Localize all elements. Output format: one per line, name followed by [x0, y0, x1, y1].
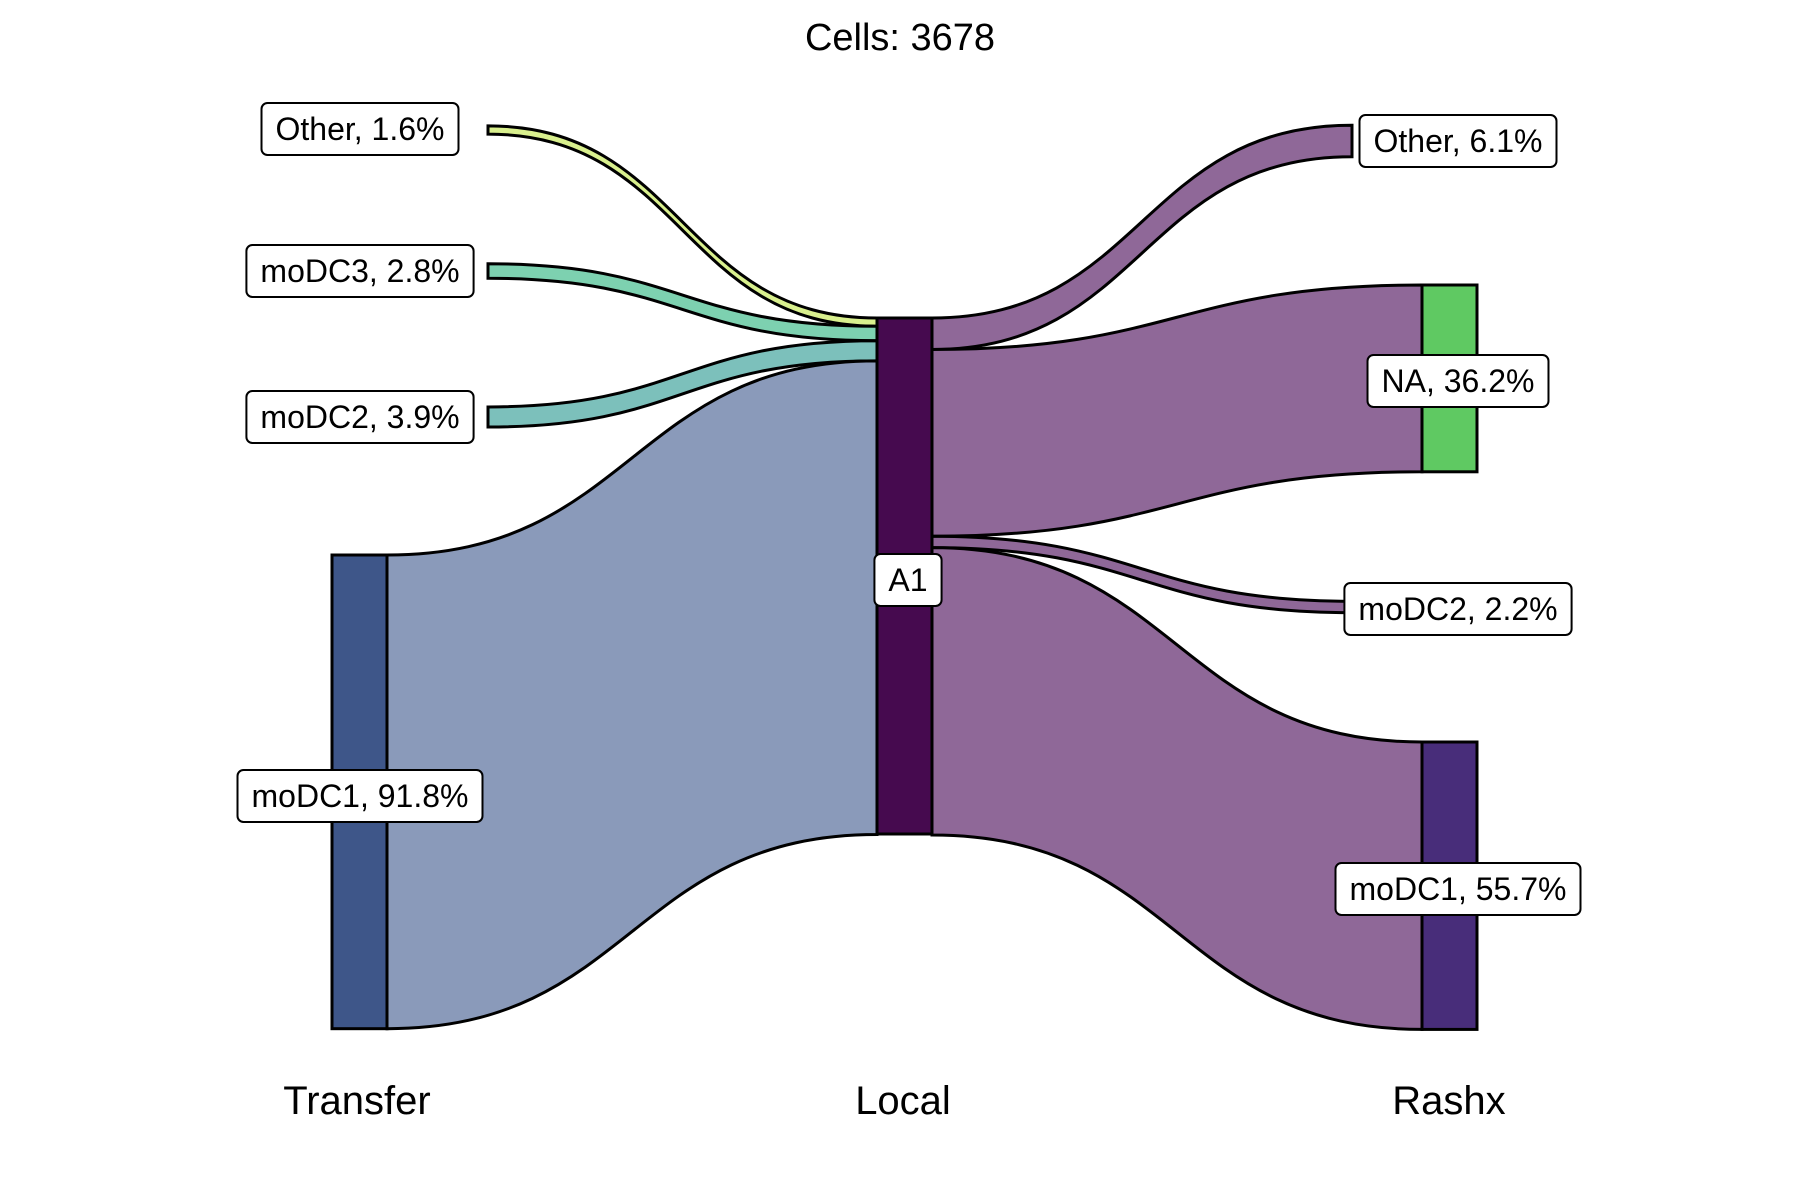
label-rashx-modc1-box [1334, 862, 1582, 916]
label-rashx-other: Other, 6.1% [1358, 114, 1558, 168]
label-local-a1: A1 [873, 553, 943, 607]
label-transfer-modc1: moDC1, 91.8% [236, 769, 484, 823]
label-rashx-modc2-box [1343, 582, 1573, 636]
label-transfer-modc1-text: moDC1, 91.8% [252, 778, 469, 814]
axis-label-transfer: Transfer [283, 1079, 430, 1123]
label-rashx-modc1-text: moDC1, 55.7% [1350, 871, 1567, 907]
axis-label-local: Local [855, 1079, 951, 1123]
label-transfer-modc3-text: moDC3, 2.8% [260, 253, 459, 289]
label-transfer-other: Other, 1.6% [260, 102, 460, 156]
label-transfer-modc2-box [245, 390, 475, 444]
flows-layer [385, 123, 1424, 1031]
label-rashx-other-text: Other, 6.1% [1374, 123, 1543, 159]
label-rashx-modc1: moDC1, 55.7% [1334, 862, 1582, 916]
label-transfer-modc1-box [236, 769, 484, 823]
label-transfer-other-text: Other, 1.6% [276, 111, 445, 147]
label-transfer-modc3: moDC3, 2.8% [245, 244, 475, 298]
label-transfer-modc2-text: moDC2, 3.9% [260, 399, 459, 435]
flow-transfer-modc3 [486, 262, 879, 343]
label-local-a1-box [873, 553, 943, 607]
label-transfer-modc3-box [245, 244, 475, 298]
flow-rashx-other [930, 123, 1354, 351]
axis-label-rashx: Rashx [1392, 1079, 1505, 1123]
label-rashx-modc2: moDC2, 2.2% [1343, 582, 1573, 636]
label-local-a1-text: A1 [888, 562, 927, 598]
label-rashx-na-text: NA, 36.2% [1382, 363, 1535, 399]
label-rashx-other-box [1358, 114, 1558, 168]
labels-layer: moDC1, 91.8% moDC2, 3.9% moDC3, 2.8% Other,… [236, 102, 1582, 916]
label-rashx-modc2-text: moDC2, 2.2% [1358, 591, 1557, 627]
label-rashx-na-box [1366, 354, 1550, 408]
chart-title: Cells: 3678 [805, 17, 995, 59]
label-transfer-modc2: moDC2, 3.9% [245, 390, 475, 444]
label-transfer-other-box [260, 102, 460, 156]
label-rashx-na: NA, 36.2% [1366, 354, 1550, 408]
flow-transfer-modc1 [385, 359, 879, 1031]
